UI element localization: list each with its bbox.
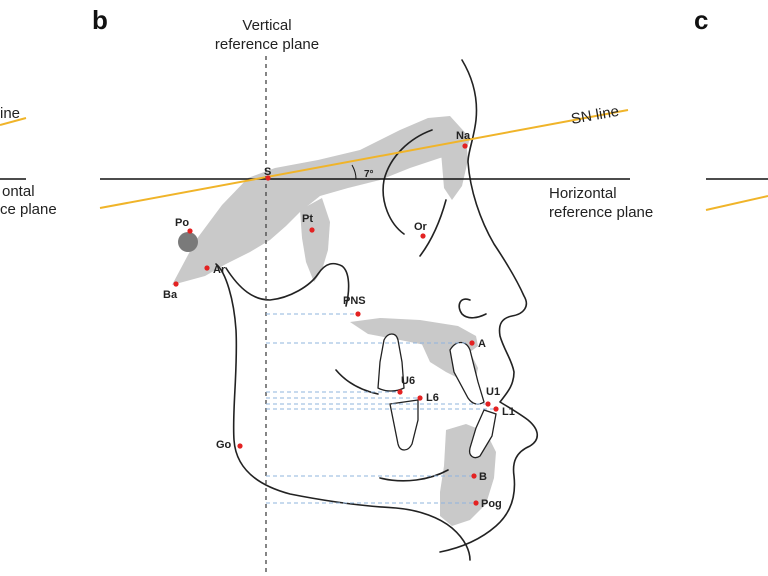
right-sn-line (705, 195, 768, 211)
angle-label: 7° (364, 169, 374, 180)
frontal-shading (440, 140, 468, 200)
cranial-base-shading (172, 116, 470, 285)
left-horizontal-label-2: ce plane (0, 201, 57, 218)
landmark-label-u1: U1 (486, 386, 500, 398)
horizontal-plane-label-1: Horizontal (549, 185, 617, 202)
soft-tissue-profile (439, 59, 539, 553)
lower-molar-tooth (389, 399, 419, 451)
landmark-label-ba: Ba (163, 289, 178, 301)
landmark-dot-a (469, 340, 475, 346)
landmark-labels: S Na Po Ba Ar Pt Or PNS A U6 L6 U1 L1 Go… (163, 130, 515, 510)
nostril-ala (458, 298, 487, 319)
landmark-label-s: S (264, 166, 271, 178)
landmark-label-ar: Ar (213, 264, 226, 276)
porion-blob (178, 232, 198, 252)
landmark-label-po: Po (175, 217, 189, 229)
landmark-dot-u6 (397, 389, 403, 395)
sigmoid-notch (225, 262, 350, 307)
bone-shading (172, 116, 496, 526)
landmark-label-u6: U6 (401, 375, 415, 387)
landmark-label-or: Or (414, 221, 428, 233)
horizontal-plane-label-2: reference plane (549, 204, 653, 221)
landmark-dot-b (471, 473, 477, 479)
landmark-dot-s (265, 175, 271, 181)
vertical-plane-label-1: Vertical (242, 17, 291, 34)
landmark-dot-ba (173, 281, 179, 287)
mandible-body-upper (335, 369, 379, 395)
left-sn-line (0, 117, 27, 126)
angle-arc (351, 164, 357, 180)
upper-incisor-tooth (449, 341, 485, 405)
panel-letter-b: b (92, 5, 108, 35)
projection-lines (266, 313, 496, 504)
orbit-floor (419, 199, 447, 257)
vertical-plane-label-2: reference plane (215, 36, 319, 53)
landmark-label-b: B (479, 471, 487, 483)
landmark-label-go: Go (216, 439, 232, 451)
landmark-dot-u1 (485, 401, 491, 407)
sn-line (99, 109, 629, 209)
panel-letter-c: c (694, 5, 708, 35)
upper-molar-tooth (377, 333, 405, 392)
landmark-label-l6: L6 (426, 392, 439, 404)
lower-incisor-tooth (468, 409, 497, 459)
landmark-dots (173, 143, 499, 506)
landmark-dot-pt (309, 227, 315, 233)
orbit-rim (382, 129, 433, 235)
landmark-label-a: A (478, 338, 486, 350)
landmark-dot-pog (473, 500, 479, 506)
landmark-label-pog: Pog (481, 498, 502, 510)
landmark-dot-l1 (493, 406, 499, 412)
landmark-label-pt: Pt (302, 213, 313, 225)
landmark-label-pns: PNS (343, 295, 366, 307)
landmark-dot-ar (204, 265, 210, 271)
left-panel-fragment: ine ontal ce plane (0, 105, 57, 218)
ramus-posterior (215, 263, 471, 561)
left-sn-label: ine (0, 105, 20, 122)
landmark-dot-pns (355, 311, 361, 317)
left-horizontal-label-1: ontal (2, 183, 35, 200)
skull-outlines (215, 59, 539, 561)
landmark-dot-na (462, 143, 468, 149)
landmark-label-na: Na (456, 130, 471, 142)
right-panel-fragment (705, 178, 768, 211)
landmark-label-l1: L1 (502, 406, 515, 418)
landmark-dot-go (237, 443, 243, 449)
landmark-dot-or (420, 233, 426, 239)
landmark-dot-l6 (417, 395, 423, 401)
sn-line-label: SN line (570, 103, 621, 128)
teeth (377, 333, 497, 459)
landmark-dot-po (187, 228, 193, 234)
pterygoid-shading (300, 198, 330, 282)
mandible-inner-lower (379, 469, 449, 482)
